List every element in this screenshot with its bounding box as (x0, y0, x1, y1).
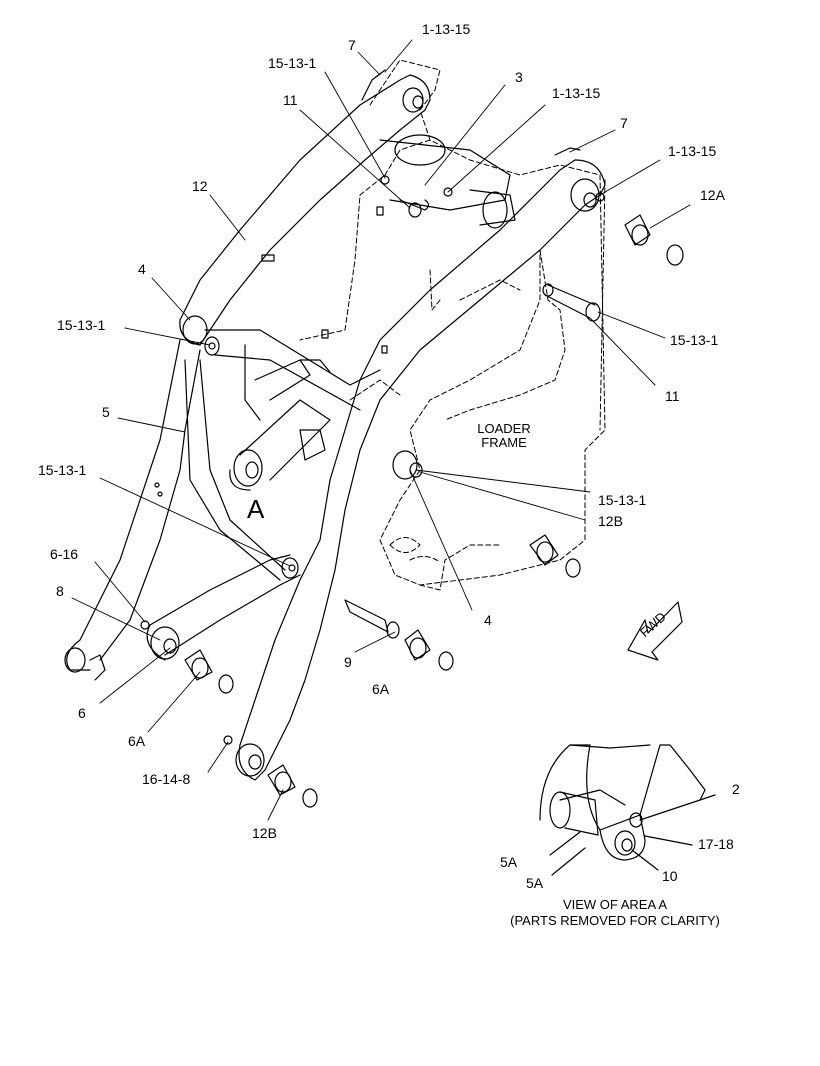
callout-4-lower: 4 (484, 612, 492, 628)
callout-9: 9 (344, 654, 352, 670)
cross-tube (205, 135, 515, 420)
lift-arm-left (180, 70, 430, 345)
detail-caption-line1: VIEW OF AREA A (562, 897, 668, 912)
callout-2: 2 (732, 781, 740, 797)
area-a-detail-view (540, 745, 715, 875)
callout-15-13-1-left: 15-13-1 (57, 317, 106, 333)
leader-lines (72, 40, 690, 820)
callout-5a-1: 5A (500, 854, 518, 870)
callout-6a-left: 6A (128, 733, 146, 749)
callout-5: 5 (102, 404, 110, 420)
detail-caption-line2: (PARTS REMOVED FOR CLARITY) (510, 913, 720, 928)
loader-frame-line2: FRAME (481, 435, 527, 450)
callout-15-13-1-right: 15-13-1 (670, 332, 719, 348)
area-a-letter: A (247, 494, 265, 524)
callout-11-right: 11 (665, 388, 680, 404)
fwd-arrow (628, 602, 682, 660)
callout-6-16: 6-16 (50, 546, 79, 562)
loader-frame-label: LOADER FRAME (474, 422, 534, 449)
callout-7-top: 7 (348, 37, 356, 53)
callout-12a: 12A (700, 187, 725, 203)
lower-link (147, 555, 300, 660)
callout-4-left: 4 (138, 261, 146, 277)
lift-arm-right (239, 148, 605, 780)
callout-3: 3 (515, 69, 523, 85)
loader-frame (300, 60, 605, 590)
callout-1-13-15-top: 1-13-15 (422, 21, 471, 37)
tilt-cylinder (67, 340, 285, 670)
callout-11-top: 11 (283, 92, 298, 108)
callout-15-13-1-lower-left: 15-13-1 (38, 462, 87, 478)
callout-1-13-15-mid: 1-13-15 (552, 85, 601, 101)
callout-6: 6 (78, 705, 86, 721)
callout-15-13-1-top: 15-13-1 (268, 55, 317, 71)
callout-17-18: 17-18 (698, 836, 734, 852)
callout-12b-bottom: 12B (252, 825, 277, 841)
callout-7-right: 7 (620, 115, 628, 131)
detail-caption: VIEW OF AREA A (PARTS REMOVED FOR CLARIT… (505, 897, 725, 928)
loader-frame-line1: LOADER (477, 421, 531, 436)
callout-15-13-1-lower-right: 15-13-1 (598, 492, 647, 508)
callout-10: 10 (662, 868, 678, 884)
callout-16-14-8: 16-14-8 (142, 771, 191, 787)
callout-5a-2: 5A (526, 875, 544, 891)
callout-8: 8 (56, 583, 64, 599)
callout-6a-mid: 6A (372, 681, 390, 697)
callout-12: 12 (192, 178, 208, 194)
callout-12b-right: 12B (598, 513, 623, 529)
tilt-link (230, 400, 330, 490)
pins-and-bushings (65, 88, 683, 807)
callout-1-13-15-right: 1-13-15 (668, 143, 717, 159)
